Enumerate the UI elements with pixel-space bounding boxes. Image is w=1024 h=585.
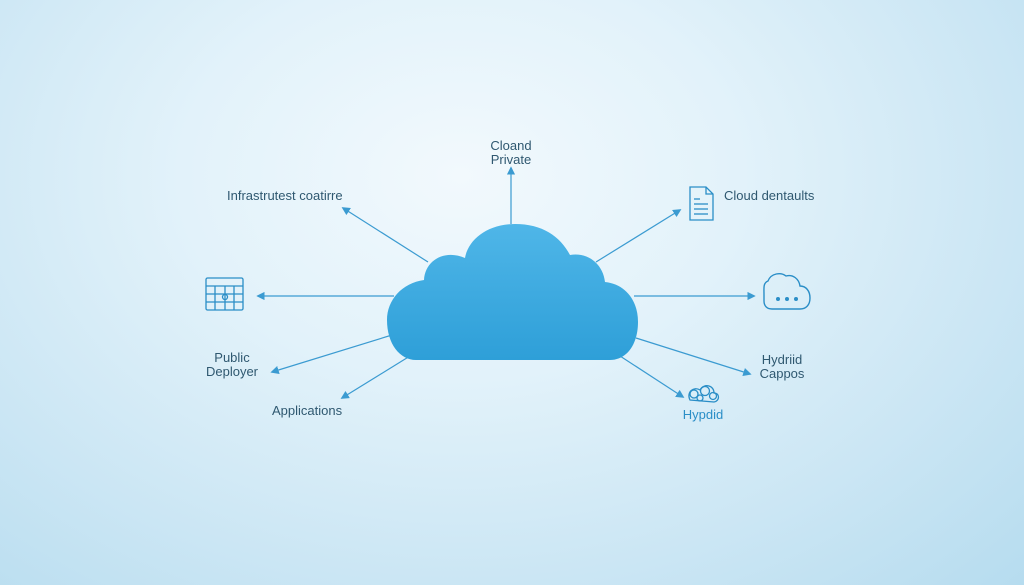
- label-line: Cappos: [759, 366, 805, 381]
- label-cloud-private: Cloand Private: [490, 139, 531, 167]
- chat-cloud-icon: [763, 273, 811, 310]
- connector-top-left: [341, 207, 429, 263]
- cloud-cluster-icon: [688, 385, 720, 403]
- cloud-icon: [387, 224, 638, 360]
- label-hybrid: Hypdid: [682, 407, 724, 422]
- connector-right-lower: [635, 337, 752, 376]
- label-line: Private: [490, 152, 532, 167]
- label-line: Deployer: [205, 364, 259, 379]
- spreadsheet-icon: [205, 277, 244, 311]
- label-cloud-defaults: Cloud dentaults: [724, 188, 815, 203]
- document-icon: [689, 186, 714, 221]
- label-public-deployer: Public Deployer: [206, 351, 258, 379]
- label-hybrid-cappos: Hydriid Cappos: [760, 353, 805, 381]
- label-applications: Applications: [272, 403, 343, 418]
- connectors: [256, 166, 756, 399]
- connector-bottom-right: [619, 355, 685, 398]
- label-infrastructure: Infrastrutest coatirre: [227, 188, 343, 203]
- connector-left-lower: [270, 334, 393, 375]
- connector-top-right: [595, 209, 682, 263]
- connector-bottom-left: [340, 355, 411, 399]
- label-line: Public: [214, 350, 250, 365]
- label-line: Cloand: [490, 138, 532, 153]
- label-line: Hydriid: [761, 352, 803, 367]
